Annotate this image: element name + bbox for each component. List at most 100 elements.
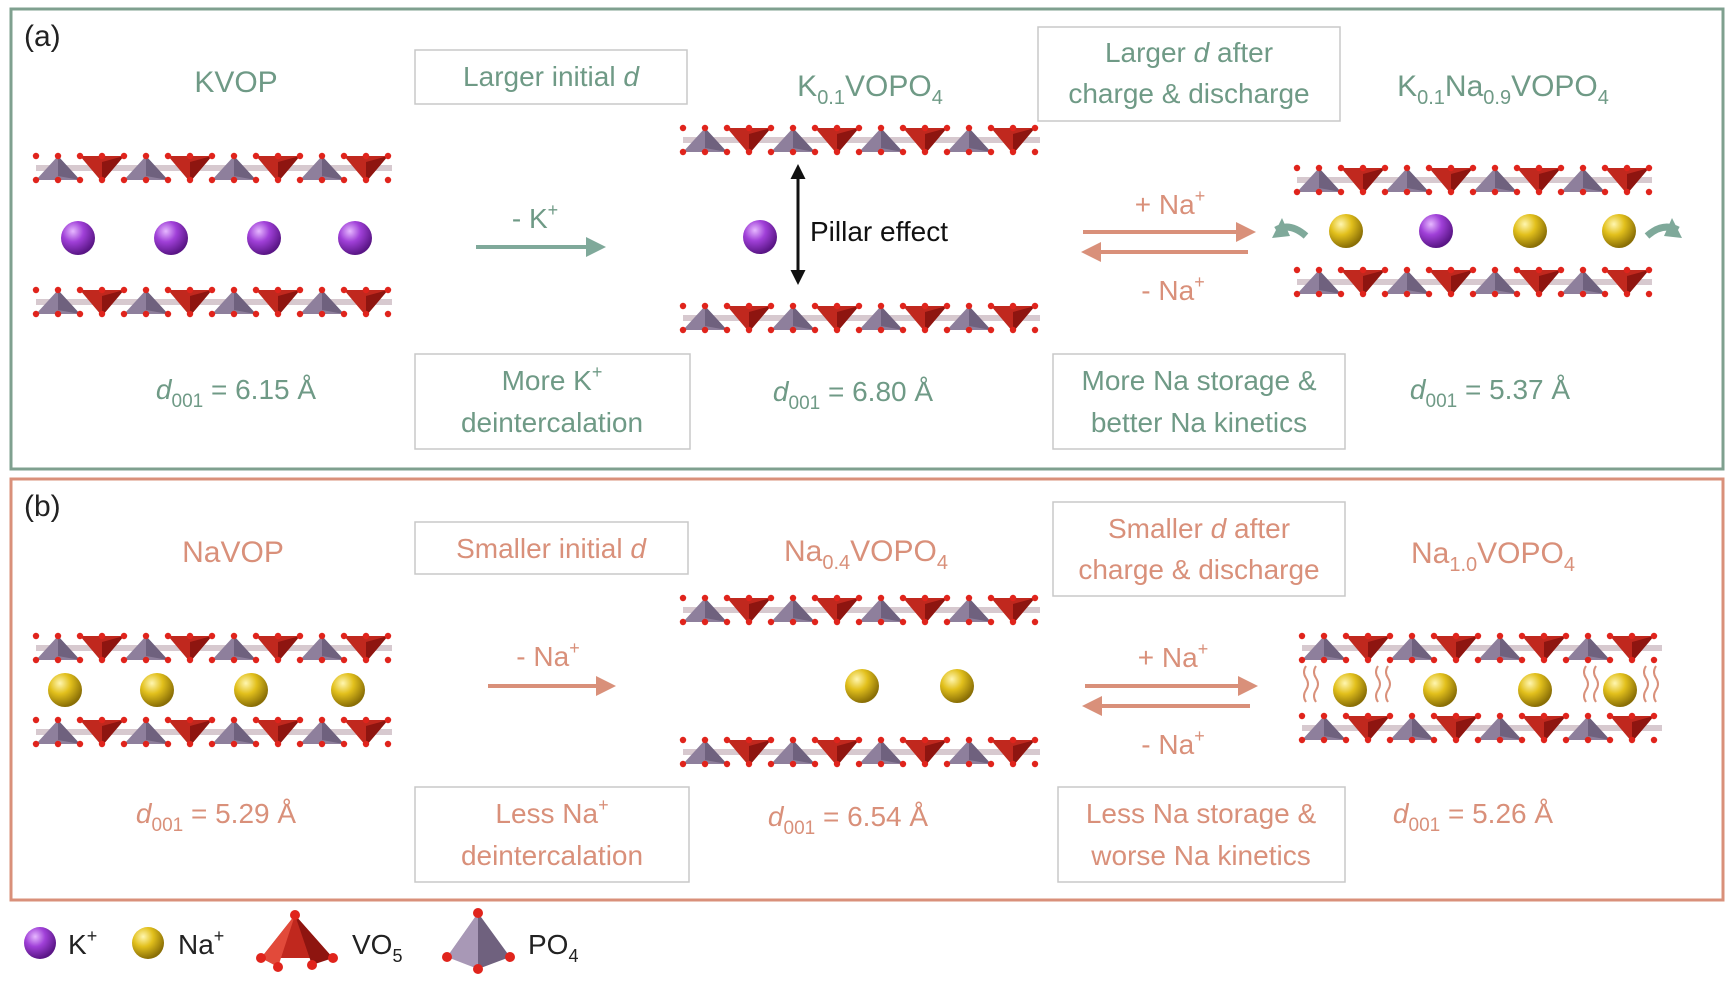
oxygen-atom — [98, 310, 106, 318]
oxygen-atom — [120, 656, 128, 664]
oxygen-atom — [252, 740, 260, 748]
oxygen-atom — [186, 310, 194, 318]
oxygen-atom — [230, 286, 238, 294]
oxygen-atom — [833, 736, 841, 744]
oxygen-atom — [1315, 188, 1323, 196]
oxygen-atom — [1031, 594, 1039, 602]
oxygen-atom — [1557, 164, 1565, 172]
oxygen-atom — [855, 302, 863, 310]
oxygen-atom — [186, 740, 194, 748]
vo5-face — [1013, 306, 1035, 332]
oxygen-atom — [340, 310, 348, 318]
oxygen-atom — [1425, 164, 1433, 172]
oxygen-atom — [987, 760, 995, 768]
oxygen-atom — [164, 310, 172, 318]
oxygen-atom — [855, 594, 863, 602]
minus-na-label-b: - Na+ — [1141, 726, 1204, 760]
oxygen-atom — [723, 148, 731, 156]
oxygen-atom — [54, 740, 62, 748]
oxygen-atom — [252, 176, 260, 184]
oxygen-atom — [142, 176, 150, 184]
po4-face — [1319, 168, 1341, 192]
po4-face — [146, 720, 168, 744]
oxygen-atom — [789, 148, 797, 156]
po4-face — [322, 290, 344, 314]
oxygen-atom — [1337, 290, 1345, 298]
oxygen-atom — [1337, 266, 1345, 274]
panel-a-tag: (a) — [24, 20, 61, 53]
oxygen-atom — [767, 594, 775, 602]
vo5-face — [278, 720, 300, 746]
po4-face — [1412, 636, 1434, 660]
k-ion — [1419, 214, 1453, 248]
oxygen-atom — [54, 310, 62, 318]
oxygen-atom — [296, 740, 304, 748]
oxygen-atom — [186, 176, 194, 184]
oxygen-atom — [1540, 656, 1548, 664]
oxygen-atom — [142, 716, 150, 724]
oxygen-atom — [1381, 266, 1389, 274]
oxygen-atom — [789, 736, 797, 744]
oxygen-atom — [1430, 632, 1438, 640]
oxygen-atom — [208, 740, 216, 748]
oxygen-atom — [899, 124, 907, 132]
oxygen-atom — [1430, 656, 1438, 664]
oxygen-atom — [789, 618, 797, 626]
oxygen-atom — [943, 124, 951, 132]
oxygen-atom — [877, 326, 885, 334]
oxygen-atom — [384, 716, 392, 724]
po4-face — [1407, 168, 1429, 192]
k01vopo4-label: K0.1VOPO4 — [797, 70, 943, 109]
oxygen-atom — [1623, 266, 1631, 274]
oxygen-atom — [1447, 188, 1455, 196]
vo5-face — [1539, 270, 1561, 296]
oxygen-atom — [855, 124, 863, 132]
oxygen-atom — [54, 176, 62, 184]
oxygen-atom — [76, 716, 84, 724]
oxygen-atom — [965, 302, 973, 310]
layer-band — [1302, 725, 1662, 731]
oxygen-atom — [32, 310, 40, 318]
more-na-storage-box: More Na storage & better Na kinetics — [1052, 353, 1346, 450]
oxygen-atom — [186, 656, 194, 664]
oxygen-atom — [943, 736, 951, 744]
vo5-face — [1013, 740, 1035, 766]
oxygen-atom — [1009, 148, 1017, 156]
oxygen-atom — [340, 656, 348, 664]
oxygen-atom — [1650, 632, 1658, 640]
oxygen-atom — [1320, 656, 1328, 664]
po4-face — [881, 740, 903, 764]
kvop-layer-top — [32, 152, 392, 184]
oxygen-atom — [965, 760, 973, 768]
po4-face — [969, 306, 991, 330]
panel-b: (b) NaVOP Na0.4VOPO4 Na1.0VOPO4 Smaller … — [9, 477, 1725, 902]
oxygen-atom — [1623, 164, 1631, 172]
vo5-face — [837, 740, 859, 766]
oxygen-atom — [679, 618, 687, 626]
oxygen-atom — [1491, 188, 1499, 196]
oxygen-atom — [1535, 164, 1543, 172]
na10vopo4-layer-bottom — [1298, 712, 1662, 744]
more-k-deintercalation-box: More K+ deintercalation — [414, 353, 691, 450]
oxygen-atom — [987, 736, 995, 744]
po4-face — [793, 128, 815, 152]
oxygen-atom — [1513, 188, 1521, 196]
oxygen-atom — [921, 302, 929, 310]
oxygen-atom — [1031, 124, 1039, 132]
oxygen-atom — [789, 302, 797, 310]
minus-na-removal-label: - Na+ — [516, 638, 579, 672]
po4-face — [234, 636, 256, 660]
oxygen-atom — [1557, 266, 1565, 274]
vo5-face — [102, 636, 124, 662]
oxygen-atom — [1293, 188, 1301, 196]
oxygen-atom — [1009, 124, 1017, 132]
svg-text:Smaller d after: Smaller d after — [1108, 513, 1290, 544]
oxygen-atom — [384, 310, 392, 318]
oxygen-atom — [877, 760, 885, 768]
oxygen-atom — [384, 152, 392, 160]
oxygen-atom — [1645, 290, 1653, 298]
less-na-deintercalation-box: Less Na+ deintercalation — [414, 786, 690, 883]
vo5-face — [102, 290, 124, 316]
vo5-face — [837, 598, 859, 624]
